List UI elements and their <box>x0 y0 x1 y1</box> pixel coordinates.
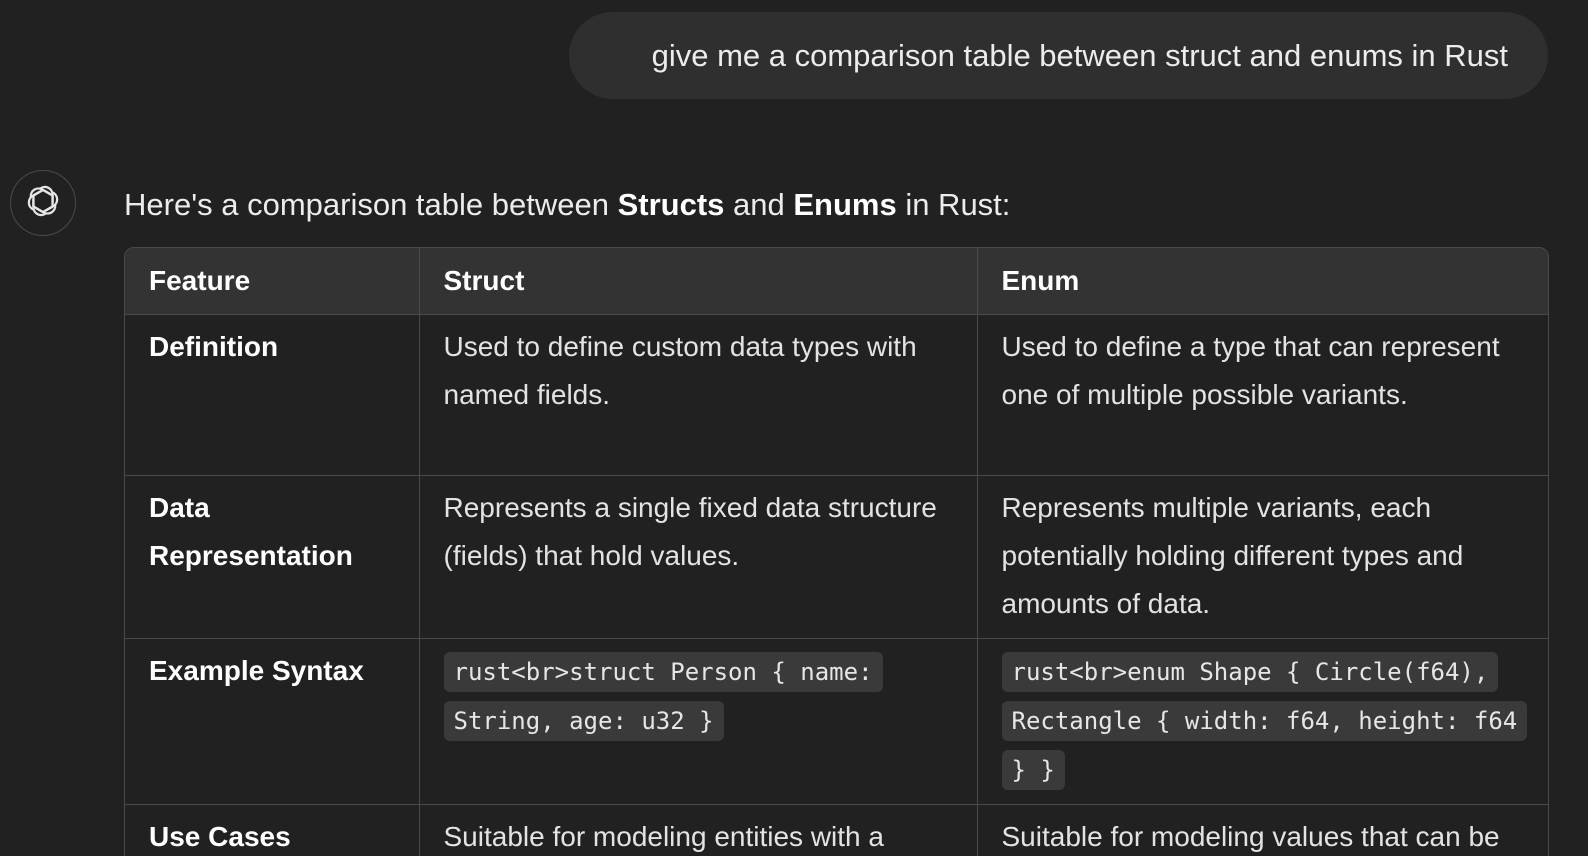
user-message-bubble: give me a comparison table between struc… <box>569 12 1548 99</box>
row-enum: Used to define a type that can represent… <box>977 314 1548 476</box>
table-header-row: Feature Struct Enum <box>125 248 1548 315</box>
assistant-avatar <box>10 170 76 236</box>
header-struct: Struct <box>419 248 978 315</box>
row-struct: Used to define custom data types with na… <box>419 314 978 476</box>
row-struct: Suitable for modeling entities with a <box>419 804 978 856</box>
row-enum: rust<br>enum Shape { Circle(f64), Rectan… <box>977 638 1548 805</box>
row-struct: Represents a single fixed data structure… <box>419 475 978 639</box>
row-struct: rust<br>struct Person { name: String, ag… <box>419 638 978 805</box>
row-feature: Data Representation <box>125 475 420 639</box>
table-row: Use Cases Suitable for modeling entities… <box>125 804 1548 856</box>
assistant-intro-text: Here's a comparison table between Struct… <box>124 187 1011 222</box>
user-message-text: give me a comparison table between struc… <box>651 37 1508 73</box>
comparison-table: Feature Struct Enum Definition Used to d… <box>124 247 1549 856</box>
inline-code-enum: rust<br>enum Shape { Circle(f64), Rectan… <box>1001 652 1528 790</box>
row-feature: Use Cases <box>125 804 420 856</box>
row-enum: Represents multiple variants, each poten… <box>977 475 1548 639</box>
row-feature: Example Syntax <box>125 638 420 805</box>
row-feature: Definition <box>125 314 420 476</box>
header-enum: Enum <box>977 248 1548 315</box>
table-row: Definition Used to define custom data ty… <box>125 314 1548 476</box>
row-enum: Suitable for modeling values that can be <box>977 804 1548 856</box>
openai-logo-icon <box>24 182 62 225</box>
inline-code-struct: rust<br>struct Person { name: String, ag… <box>443 652 883 741</box>
header-feature: Feature <box>125 248 420 315</box>
bold-enums: Enums <box>793 187 897 222</box>
bold-structs: Structs <box>617 187 725 222</box>
table-row: Data Representation Represents a single … <box>125 475 1548 639</box>
table-row: Example Syntax rust<br>struct Person { n… <box>125 638 1548 805</box>
